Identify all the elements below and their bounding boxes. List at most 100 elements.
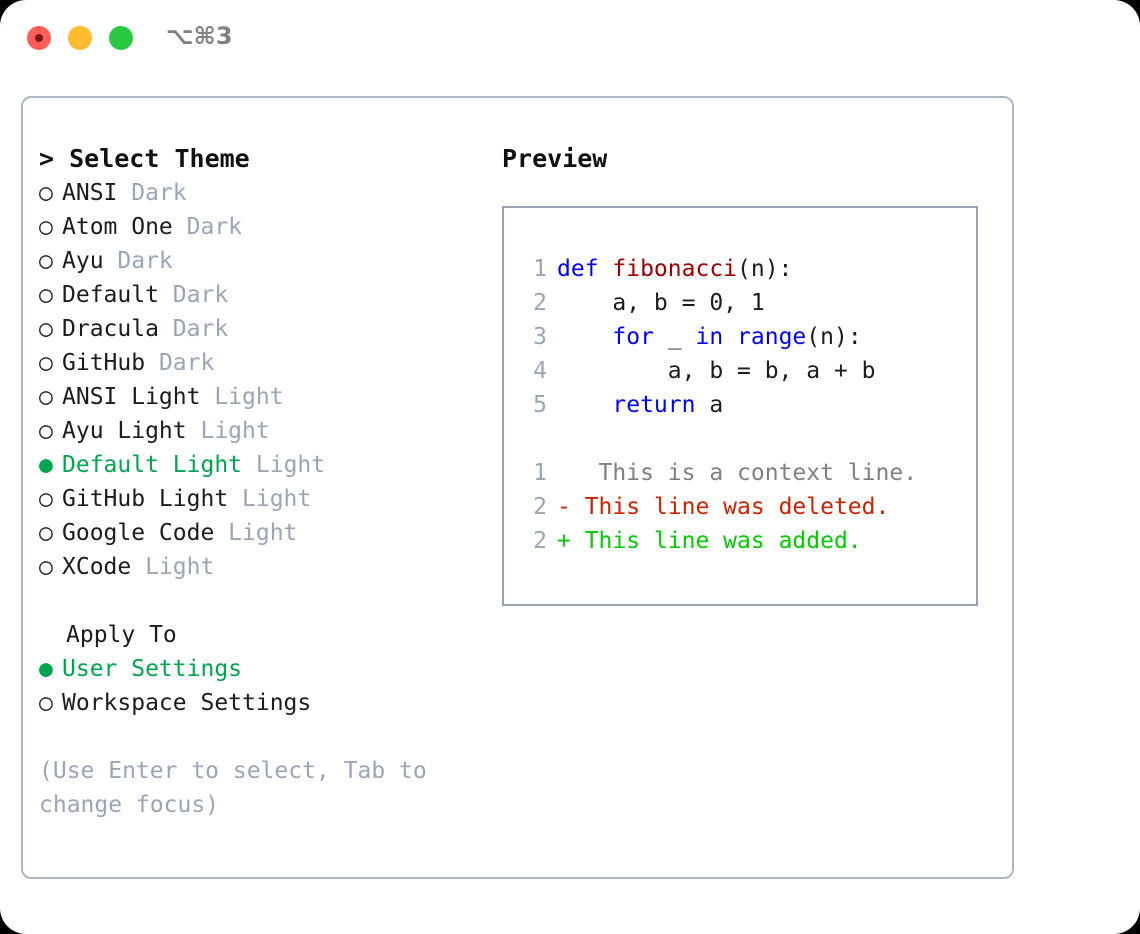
- theme-list-item[interactable]: ○ANSI Light Light: [39, 380, 479, 414]
- line-number: 1: [533, 256, 547, 282]
- theme-variant-tag: Dark: [186, 214, 243, 240]
- line-number: 2: [533, 528, 547, 554]
- theme-name: Default: [62, 282, 173, 308]
- code-token: in: [695, 324, 724, 350]
- apply-to-title: Apply To: [66, 622, 177, 648]
- theme-list-item[interactable]: ○ Ayu Light Light: [39, 414, 479, 448]
- apply-to-item[interactable]: ○ Workspace Settings: [39, 686, 479, 720]
- theme-name: Ayu Light: [62, 418, 201, 444]
- code-token: return: [612, 392, 696, 418]
- code-line: 3 for _ in range(n):: [504, 320, 976, 354]
- diff-marker: -: [557, 494, 571, 520]
- theme-name: ANSI: [62, 180, 132, 206]
- theme-list-item[interactable]: ○ GitHub Dark: [39, 346, 479, 380]
- code-line: 1 def fibonacci(n):: [504, 252, 976, 286]
- theme-list[interactable]: ○ ANSI Dark ○ Atom One Dark ○ Ayu Dark ○ Defaul…: [39, 176, 479, 584]
- code-token: a: [695, 392, 724, 418]
- apply-to-label: Workspace Settings: [62, 690, 312, 716]
- diff-text: This is a context line.: [570, 460, 918, 486]
- theme-name: XCode: [62, 554, 146, 580]
- theme-list-item[interactable]: ○ Ayu Dark: [39, 244, 479, 278]
- radio-selected-icon[interactable]: ●: [39, 452, 53, 478]
- theme-variant-tag: Light: [200, 418, 270, 444]
- diff-sample: 1 This is a context line.2- This line wa…: [504, 456, 976, 558]
- code-token: range: [737, 324, 807, 350]
- radio-unselected-icon[interactable]: ○: [39, 180, 53, 206]
- theme-name: GitHub Light: [62, 486, 243, 512]
- keyboard-shortcut-label: ⌥⌘3: [166, 22, 233, 50]
- minimize-button[interactable]: [68, 26, 92, 50]
- maximize-button[interactable]: [109, 26, 133, 50]
- code-token: a, b = b, a + b: [557, 358, 876, 384]
- theme-variant-tag: Dark: [117, 248, 173, 274]
- theme-variant-tag: Light: [228, 520, 298, 546]
- code-token: fibonacci: [612, 256, 738, 282]
- theme-list-item[interactable]: ○ Atom One Dark: [39, 210, 479, 244]
- code-token: [557, 388, 612, 422]
- theme-variant-tag: Dark: [158, 350, 215, 376]
- diff-text: This line was deleted.: [570, 494, 890, 520]
- theme-list-item[interactable]: ○ GitHub Light Light: [39, 482, 479, 516]
- theme-name: Atom One: [62, 214, 187, 240]
- code-token: (n):: [737, 256, 793, 282]
- theme-list-item[interactable]: ○Dracula Dark: [39, 312, 479, 346]
- radio-unselected-icon[interactable]: ○: [39, 554, 53, 580]
- code-token: a, b = 0, 1: [557, 290, 765, 316]
- code-token: def: [557, 256, 613, 282]
- radio-unselected-icon[interactable]: ○: [39, 214, 53, 240]
- theme-name: GitHub: [62, 350, 159, 376]
- apply-to-list[interactable]: ● User Settings ○ Workspace Settings: [39, 652, 479, 720]
- theme-variant-tag: Light: [214, 384, 284, 410]
- theme-variant-tag: Light: [145, 554, 215, 580]
- diff-line: 2 + This line was added.: [504, 524, 976, 558]
- code-line: 5 return a: [504, 388, 976, 422]
- radio-unselected-icon[interactable]: ○: [39, 520, 53, 546]
- radio-unselected-icon[interactable]: ○: [39, 350, 53, 376]
- title-bar: ⌥⌘3: [0, 0, 1140, 78]
- line-number: 5: [533, 392, 547, 418]
- page-title: > Select Theme: [39, 144, 250, 173]
- code-token: for: [612, 324, 654, 350]
- radio-selected-icon[interactable]: ●: [39, 656, 53, 682]
- line-number: 3: [533, 324, 547, 350]
- radio-unselected-icon[interactable]: ○: [39, 282, 53, 308]
- close-button[interactable]: [27, 26, 51, 50]
- diff-line: 2- This line was deleted.: [504, 490, 976, 524]
- code-line: 2 a, b = 0, 1: [504, 286, 976, 320]
- diff-text: This line was added.: [570, 528, 862, 554]
- theme-list-item[interactable]: ○Google Code Light: [39, 516, 479, 550]
- line-number: 4: [533, 358, 547, 384]
- theme-list-item[interactable]: ●Default Light Light: [39, 448, 479, 482]
- theme-variant-tag: Light: [242, 486, 312, 512]
- apply-to-item[interactable]: ● User Settings: [39, 652, 479, 686]
- window-controls: [27, 26, 133, 50]
- radio-unselected-icon[interactable]: ○: [39, 418, 53, 444]
- main-panel: > Select Theme ○ANSI Dark○Atom One Dark○…: [21, 96, 1014, 879]
- theme-variant-tag: Dark: [172, 316, 229, 342]
- radio-unselected-icon[interactable]: ○: [39, 384, 53, 410]
- apply-to-label: User Settings: [62, 656, 243, 682]
- radio-unselected-icon[interactable]: ○: [39, 486, 53, 512]
- line-number: 2: [533, 290, 547, 316]
- keyboard-hint: (Use Enter to select, Tab to change focu…: [39, 758, 441, 818]
- diff-marker: +: [557, 528, 571, 554]
- theme-variant-tag: Light: [255, 452, 326, 478]
- apply-to-section: Apply To ● User Settings ○ Workspace Settin…: [39, 618, 479, 720]
- radio-unselected-icon[interactable]: ○: [39, 316, 53, 342]
- theme-name: Ayu: [62, 248, 118, 274]
- theme-list-item[interactable]: ○ANSI Dark: [39, 176, 479, 210]
- diff-marker: [557, 456, 571, 490]
- theme-list-item[interactable]: ○ XCode Light: [39, 550, 479, 584]
- code-token: [557, 320, 612, 354]
- theme-list-item[interactable]: ○Default Dark: [39, 278, 479, 312]
- code-line: 4 a, b = b, a + b: [504, 354, 976, 388]
- radio-unselected-icon[interactable]: ○: [39, 690, 53, 716]
- radio-unselected-icon[interactable]: ○: [39, 248, 53, 274]
- line-number: 2: [533, 494, 547, 520]
- theme-picker-column: > Select Theme ○ANSI Dark○Atom One Dark○…: [39, 142, 479, 822]
- code-token: [723, 320, 737, 354]
- diff-line: 1 This is a context line.: [504, 456, 976, 490]
